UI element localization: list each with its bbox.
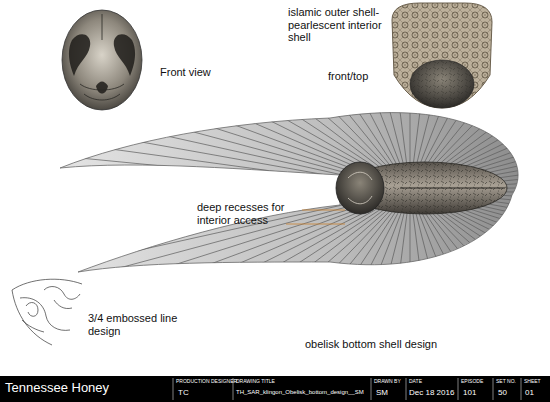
note-label: islamic outer shell- pearlescent interio… — [288, 6, 386, 44]
fan-rib — [410, 0, 411, 190]
fan-rib — [222, 0, 410, 190]
view-label: obelisk bottom shell design — [305, 338, 437, 351]
field-value: 01 — [525, 388, 534, 397]
field-header: SHEET — [524, 379, 541, 385]
field-header: DRAWING TITLE — [236, 379, 275, 385]
view-label: front/top — [328, 70, 368, 83]
fan-rib — [410, 190, 411, 402]
fan-rib — [410, 190, 493, 402]
fan-rib — [410, 190, 466, 402]
field-header: DATE — [409, 379, 422, 385]
field-value: SM — [376, 388, 388, 397]
fan-rib — [410, 0, 550, 190]
fan-rib — [382, 0, 410, 190]
fan-rib — [410, 190, 550, 359]
fan-rib — [410, 190, 547, 397]
field-header: EPISODE — [461, 379, 483, 385]
fan-rib — [410, 190, 520, 401]
fan-rib — [198, 3, 410, 190]
fan-rib — [153, 190, 410, 359]
fan-rib — [132, 190, 410, 348]
field-value: 50 — [498, 388, 507, 397]
field-header: PRODUCTION DESIGNER — [176, 379, 237, 385]
view-label: Front view — [160, 66, 211, 79]
show-title: Tennessee Honey — [5, 381, 109, 396]
field-value: TC — [178, 388, 189, 397]
fan-rib — [410, 0, 493, 190]
fan-rib — [273, 0, 410, 190]
field-value: Dec 18 2016 — [409, 388, 454, 397]
fan-rib — [410, 0, 547, 190]
field-value: 101 — [463, 388, 476, 397]
field-header: SET NO. — [496, 379, 516, 385]
fan-rib — [382, 190, 410, 402]
field-value: TH_SAR_klingon_Obelisk_bottom_design__SM — [236, 389, 364, 396]
fan-rib — [410, 0, 438, 190]
fan-rib — [410, 190, 550, 384]
note-label: 3/4 embossed line design — [88, 312, 188, 337]
fan-rib — [410, 0, 550, 190]
fan-rib — [354, 190, 410, 402]
callout-label: deep recesses for interior access — [197, 201, 317, 226]
field-header: DRAWN BY — [374, 379, 401, 385]
fan-rib — [410, 190, 438, 402]
fan-rib — [410, 0, 520, 190]
fan-rib — [410, 190, 550, 391]
fan-rib — [247, 0, 410, 190]
